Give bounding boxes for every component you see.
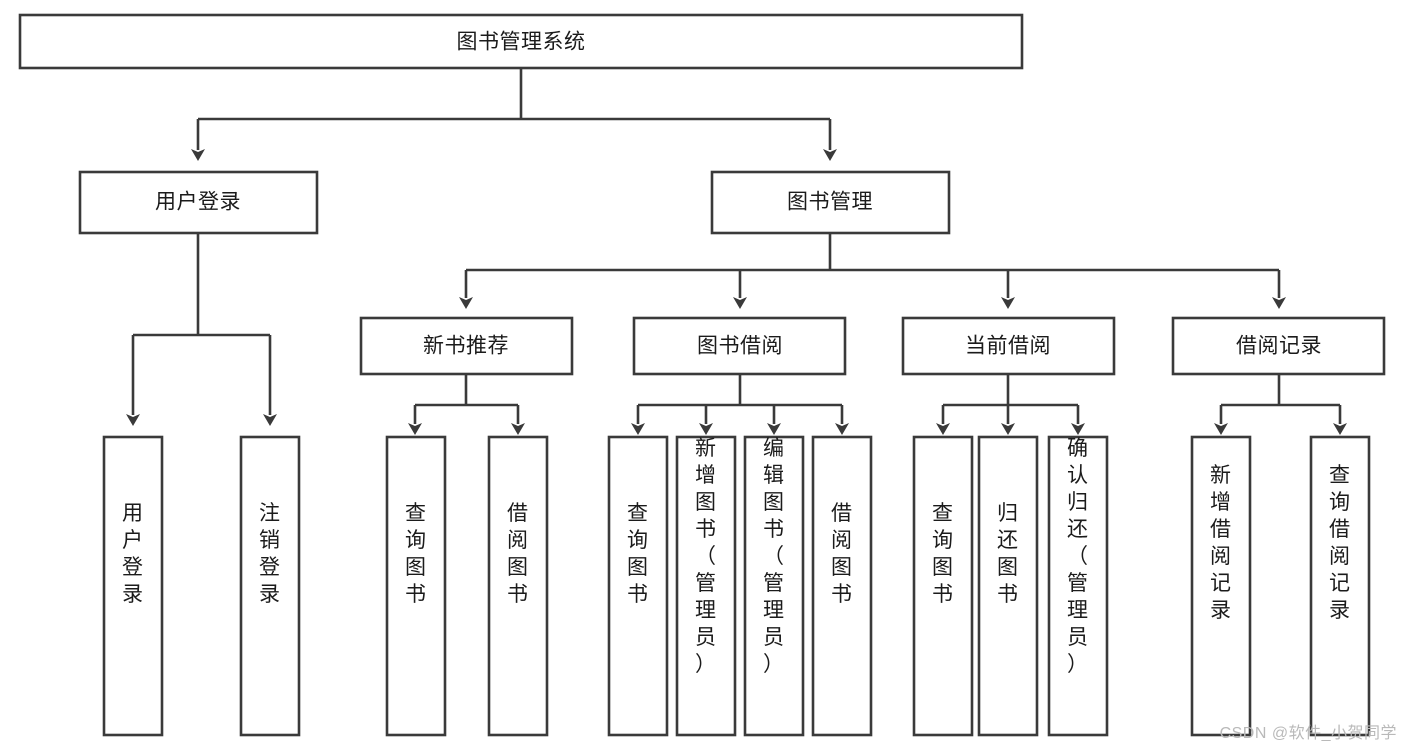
leaf-current-borrow-2-label: 归还图书 (997, 502, 1019, 606)
leaf-user-login-1-label: 用户登录 (122, 502, 144, 606)
leaf-new-book-1[interactable]: 查询图书 (385, 435, 447, 737)
leaf-book-borrow-4[interactable]: 借阅图书 (811, 435, 873, 737)
leaf-user-login-2[interactable]: 注销登录 (239, 435, 301, 737)
node-root-label: 图书管理系统 (457, 31, 586, 54)
leaf-borrow-record-1[interactable]: 新增借阅记录 (1190, 435, 1252, 737)
node-book-manage-label: 图书管理 (787, 191, 873, 214)
leaf-current-borrow-3[interactable]: 确认归还（管理员） (1047, 435, 1109, 737)
leaf-user-login-2-label: 注销登录 (259, 502, 281, 606)
leaf-borrow-record-2-box[interactable] (1309, 435, 1371, 737)
leaf-current-borrow-1-box[interactable] (912, 435, 974, 737)
node-borrow-record-label: 借阅记录 (1236, 335, 1322, 358)
leaf-new-book-1-label: 查询图书 (405, 502, 427, 606)
node-current-borrow-label: 当前借阅 (965, 335, 1051, 358)
leaf-borrow-record-1-label: 新增借阅记录 (1210, 464, 1232, 622)
leaf-borrow-record-2-label: 查询借阅记录 (1329, 464, 1351, 622)
node-new-book-recommend[interactable]: 新书推荐 (359, 316, 574, 376)
node-user-login-box[interactable] (78, 170, 319, 235)
leaf-book-borrow-2-label: 新增图书（管理员） (695, 437, 717, 676)
node-book-borrow-label: 图书借阅 (697, 335, 783, 358)
node-root[interactable]: 图书管理系统 (18, 13, 1024, 70)
leaf-new-book-2-label: 借阅图书 (507, 502, 529, 606)
node-new-book-recommend-label: 新书推荐 (423, 335, 509, 358)
leaf-new-book-1-box[interactable] (385, 435, 447, 737)
node-book-borrow[interactable]: 图书借阅 (632, 316, 847, 376)
leaf-user-login-2-box[interactable] (239, 435, 301, 737)
csdn-watermark: CSDN @软件_小贺同学 (1219, 725, 1397, 742)
connector-layer (126, 68, 1347, 435)
leaf-book-borrow-1[interactable]: 查询图书 (607, 435, 669, 737)
leaf-current-borrow-1-label: 查询图书 (932, 502, 954, 606)
leaf-book-borrow-3-label: 编辑图书（管理员） (763, 437, 785, 676)
node-book-manage[interactable]: 图书管理 (710, 170, 951, 235)
leaf-book-borrow-2[interactable]: 新增图书（管理员） (675, 435, 737, 737)
node-book-borrow-box[interactable] (632, 316, 847, 376)
leaf-new-book-2-box[interactable] (487, 435, 549, 737)
node-user-login-label: 用户登录 (155, 191, 241, 214)
node-user-login[interactable]: 用户登录 (78, 170, 319, 235)
node-book-manage-box[interactable] (710, 170, 951, 235)
leaf-user-login-1-box[interactable] (102, 435, 164, 737)
leaf-borrow-record-1-box[interactable] (1190, 435, 1252, 737)
leaf-current-borrow-3-box[interactable] (1047, 435, 1109, 737)
leaf-current-borrow-3-label: 确认归还（管理员） (1067, 437, 1089, 676)
node-borrow-record-box[interactable] (1171, 316, 1386, 376)
leaf-book-borrow-1-box[interactable] (607, 435, 669, 737)
leaf-book-borrow-3-box[interactable] (743, 435, 805, 737)
node-root-box[interactable] (18, 13, 1024, 70)
leaf-current-borrow-1[interactable]: 查询图书 (912, 435, 974, 737)
node-current-borrow-box[interactable] (901, 316, 1116, 376)
leaf-book-borrow-2-box[interactable] (675, 435, 737, 737)
node-current-borrow[interactable]: 当前借阅 (901, 316, 1116, 376)
node-new-book-recommend-box[interactable] (359, 316, 574, 376)
leaf-new-book-2[interactable]: 借阅图书 (487, 435, 549, 737)
leaf-current-borrow-2-box[interactable] (977, 435, 1039, 737)
leaf-borrow-record-2[interactable]: 查询借阅记录 (1309, 435, 1371, 737)
leaf-book-borrow-4-label: 借阅图书 (831, 502, 853, 606)
leaf-user-login-1[interactable]: 用户登录 (102, 435, 164, 737)
leaf-current-borrow-2[interactable]: 归还图书 (977, 435, 1039, 737)
node-borrow-record[interactable]: 借阅记录 (1171, 316, 1386, 376)
leaf-book-borrow-1-label: 查询图书 (627, 502, 649, 606)
leaf-book-borrow-3[interactable]: 编辑图书（管理员） (743, 435, 805, 737)
leaf-book-borrow-4-box[interactable] (811, 435, 873, 737)
